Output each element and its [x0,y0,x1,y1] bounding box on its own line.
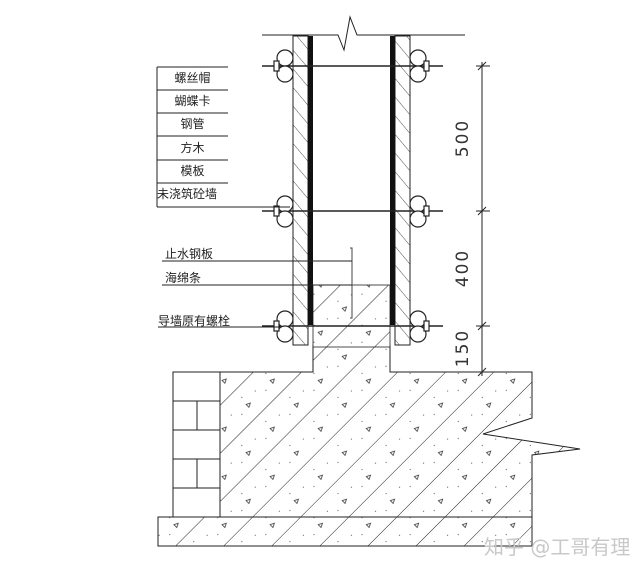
legend-butterfly-clip: 蝴蝶卡 [174,94,211,108]
brick-wall [172,371,221,518]
watermark: 知乎 @工哥有理 [484,535,631,559]
waterstop-bracket [350,247,353,319]
right-formwork-panel [394,35,411,346]
legend-formwork: 模板 [180,164,205,178]
tie-rods [262,65,443,327]
legend-timber: 方木 [180,141,205,155]
steel-pipe-walers [273,49,430,343]
legend-leader-lines [156,66,352,328]
dimension-150: 150 [453,328,473,368]
left-timber [308,36,313,325]
legend-unpoured-wall: 未浇筑砼墙 [157,187,218,201]
callout-sponge: 海绵条 [165,271,202,285]
dimension-400: 400 [453,248,473,288]
dimension-500: 500 [453,118,473,158]
legend-steel-pipe: 钢管 [180,117,205,131]
callout-bolt: 导墙原有螺栓 [158,314,231,328]
right-timber [390,36,395,325]
base-slab [157,516,533,547]
guide-wall-base [157,344,581,547]
left-formwork-panel [292,35,309,346]
top-break-line [262,15,465,52]
callout-waterstop: 止水钢板 [165,247,214,261]
legend-nut: 螺丝帽 [174,71,211,85]
dimension-line [476,61,490,377]
